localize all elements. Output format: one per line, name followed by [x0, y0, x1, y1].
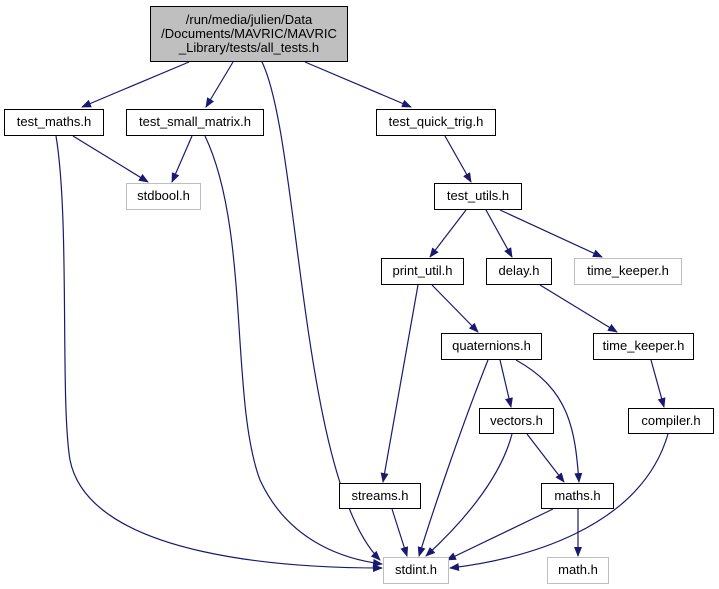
node-test-utils[interactable]: test_utils.h — [434, 183, 522, 210]
node-delay[interactable]: delay.h — [486, 258, 552, 285]
edge-test-utils-print-util — [429, 209, 467, 258]
edge-test-quick-trig-test-utils — [444, 135, 472, 183]
edge-test-utils-delay — [485, 209, 513, 258]
edge-root-stdint — [261, 61, 381, 561]
edge-quaternions-maths — [515, 359, 583, 483]
node-all-tests-line-1: /run/media/julien/Data — [185, 11, 313, 27]
edge-root-test-quick-trig — [304, 61, 412, 108]
edge-test-maths-stdbool — [72, 135, 149, 183]
node-maths[interactable]: maths.h — [541, 483, 614, 509]
edge-root-test-small-matrix — [205, 61, 234, 108]
node-compiler[interactable]: compiler.h — [628, 408, 714, 434]
node-time-keeper-ext[interactable]: time_keeper.h — [574, 258, 682, 285]
edge-test-small-matrix-stdint — [204, 135, 383, 567]
node-math[interactable]: math.h — [547, 557, 609, 584]
edge-print-util-streams — [380, 284, 419, 483]
edge-quaternions-stdint — [417, 359, 489, 557]
node-stdbool[interactable]: stdbool.h — [126, 183, 201, 210]
node-stdint[interactable]: stdint.h — [383, 557, 449, 584]
node-vectors[interactable]: vectors.h — [479, 408, 554, 434]
edge-streams-stdint — [391, 508, 409, 557]
node-print-util[interactable]: print_util.h — [381, 258, 464, 285]
edge-vectors-stdint — [425, 433, 513, 557]
edge-delay-time-keeper — [539, 284, 618, 333]
edge-quaternions-vectors — [499, 359, 513, 408]
edge-maths-stdint — [446, 508, 554, 561]
edge-time-keeper-compiler — [650, 359, 666, 408]
edge-print-util-quaternions — [431, 284, 479, 333]
edge-root-test-maths — [81, 61, 190, 108]
node-test-quick-trig[interactable]: test_quick_trig.h — [376, 109, 496, 136]
edge-test-utils-time-keeper — [499, 209, 603, 258]
node-all-tests[interactable]: /run/media/julien/Data /Documents/MAVRIC… — [150, 6, 348, 62]
edge-vectors-maths — [526, 433, 565, 483]
edge-compiler-stdint — [449, 433, 669, 571]
edge-test-maths-stdint — [55, 135, 383, 572]
edge-test-small-matrix-stdbool — [171, 135, 193, 183]
node-all-tests-line-3: _Library/tests/all_tests.h — [178, 40, 320, 56]
node-time-keeper[interactable]: time_keeper.h — [593, 333, 694, 360]
node-all-tests-line-2: /Documents/MAVRIC/MAVRIC — [161, 25, 337, 41]
node-streams[interactable]: streams.h — [339, 483, 421, 509]
node-quaternions[interactable]: quaternions.h — [441, 333, 542, 360]
node-test-maths[interactable]: test_maths.h — [4, 109, 104, 136]
node-test-small-matrix[interactable]: test_small_matrix.h — [126, 109, 264, 136]
